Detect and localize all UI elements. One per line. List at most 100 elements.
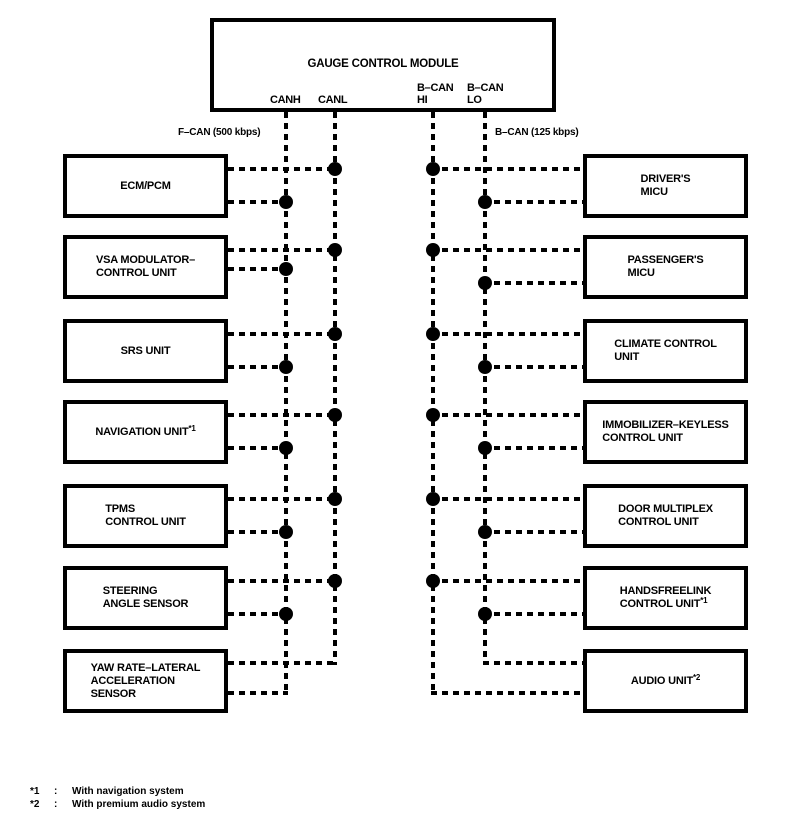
pin-label-canl: CANL (318, 94, 348, 106)
connector-stub (483, 365, 583, 369)
junction-dot (426, 574, 440, 588)
footnote-separator: : (54, 799, 58, 810)
unit-label-line: ACCELERATION (91, 675, 201, 688)
unit-label-line: PASSENGER'S (627, 254, 703, 267)
bus-line-canh (284, 112, 288, 695)
unit-label: AUDIO UNIT*2 (630, 673, 701, 688)
junction-dot (426, 243, 440, 257)
footnote-ref: *1 (700, 596, 708, 605)
connector-stub (431, 579, 583, 583)
connector-stub (228, 530, 288, 534)
footnote: *1:With navigation system (30, 785, 205, 798)
connector-stub (483, 530, 583, 534)
bus-line-canl (333, 112, 337, 665)
connector-stub (228, 332, 337, 336)
connector-stub (228, 365, 288, 369)
footnote: *2:With premium audio system (30, 798, 205, 811)
unit-label: VSA MODULATOR–CONTROL UNIT (96, 254, 195, 280)
unit-label-text: UNIT (614, 351, 640, 363)
connector-stub (228, 497, 337, 501)
connector-stub (483, 612, 583, 616)
pin-label-line: HI (417, 94, 428, 106)
unit-label-text: NAVIGATION UNIT (95, 425, 189, 438)
unit-label-text: MICU (640, 186, 669, 198)
unit-label-text: DRIVER'S (640, 173, 691, 185)
unit-label-line: SRS UNIT (121, 345, 171, 358)
unit-label-text: TPMS (105, 503, 135, 515)
unit-box-vsa-modulator: VSA MODULATOR–CONTROL UNIT (63, 235, 228, 299)
unit-label-text: CLIMATE CONTROL (614, 338, 717, 350)
junction-dot (478, 195, 492, 209)
junction-dot (478, 441, 492, 455)
unit-label-line: NAVIGATION UNIT*1 (95, 424, 196, 439)
unit-label-line: CONTROL UNIT*1 (620, 596, 712, 611)
unit-label-line: VSA MODULATOR– (96, 254, 195, 267)
junction-dot (426, 327, 440, 341)
junction-dot (426, 162, 440, 176)
unit-label-line: DRIVER'S (641, 173, 691, 186)
unit-label-line: CONTROL UNIT (105, 516, 186, 529)
unit-label: ECM/PCM (120, 180, 171, 193)
f-can-bus-label: F–CAN (500 kbps) (178, 127, 261, 138)
footnote-separator: : (54, 786, 58, 797)
unit-label-text: SRS UNIT (120, 344, 171, 357)
unit-label-text: SENSOR (90, 687, 136, 700)
connector-stub (483, 446, 583, 450)
junction-dot (328, 574, 342, 588)
unit-box-ecm-pcm: ECM/PCM (63, 154, 228, 218)
connector-stub (228, 413, 337, 417)
unit-label-line: CONTROL UNIT (96, 267, 195, 280)
unit-label-text: ECM/PCM (120, 179, 171, 192)
connector-stub (228, 661, 337, 665)
pin-label-line: B–CAN (467, 82, 504, 94)
connector-stub (228, 446, 288, 450)
unit-label-text: VSA MODULATOR– (95, 254, 196, 266)
unit-label-text: PASSENGER'S (627, 254, 704, 266)
unit-label-line: MICU (627, 267, 703, 280)
junction-dot (478, 360, 492, 374)
connector-stub (483, 661, 583, 665)
connector-stub (431, 691, 583, 695)
unit-label-text: CONTROL UNIT (602, 432, 683, 444)
junction-dot (328, 243, 342, 257)
b-can-bus-label: B–CAN (125 kbps) (495, 127, 579, 138)
junction-dot (279, 607, 293, 621)
unit-label-line: UNIT (614, 351, 717, 364)
unit-label-line: AUDIO UNIT*2 (630, 673, 701, 688)
junction-dot (328, 162, 342, 176)
junction-dot (279, 262, 293, 276)
unit-label-text: HANDSFREELINK (619, 585, 712, 597)
bus-line-b-can-lo (483, 112, 487, 665)
footnote-text: With premium audio system (72, 799, 206, 810)
unit-label-text: ANGLE SENSOR (102, 598, 189, 610)
unit-label-text: ACCELERATION (90, 674, 175, 687)
junction-dot (478, 525, 492, 539)
unit-label-text: DOOR MULTIPLEX (618, 503, 713, 515)
connector-stub (431, 167, 583, 171)
unit-label-text: AUDIO UNIT (630, 674, 693, 687)
junction-dot (426, 408, 440, 422)
connector-stub (228, 248, 337, 252)
connector-stub (228, 612, 288, 616)
unit-label-text: MICU (627, 267, 655, 279)
unit-label: NAVIGATION UNIT*1 (95, 424, 196, 439)
unit-label-text: IMMOBILIZER–KEYLESS (602, 419, 729, 431)
unit-label-line: ECM/PCM (120, 180, 171, 193)
connector-stub (483, 281, 583, 285)
unit-label-text: CONTROL UNIT (618, 516, 699, 528)
